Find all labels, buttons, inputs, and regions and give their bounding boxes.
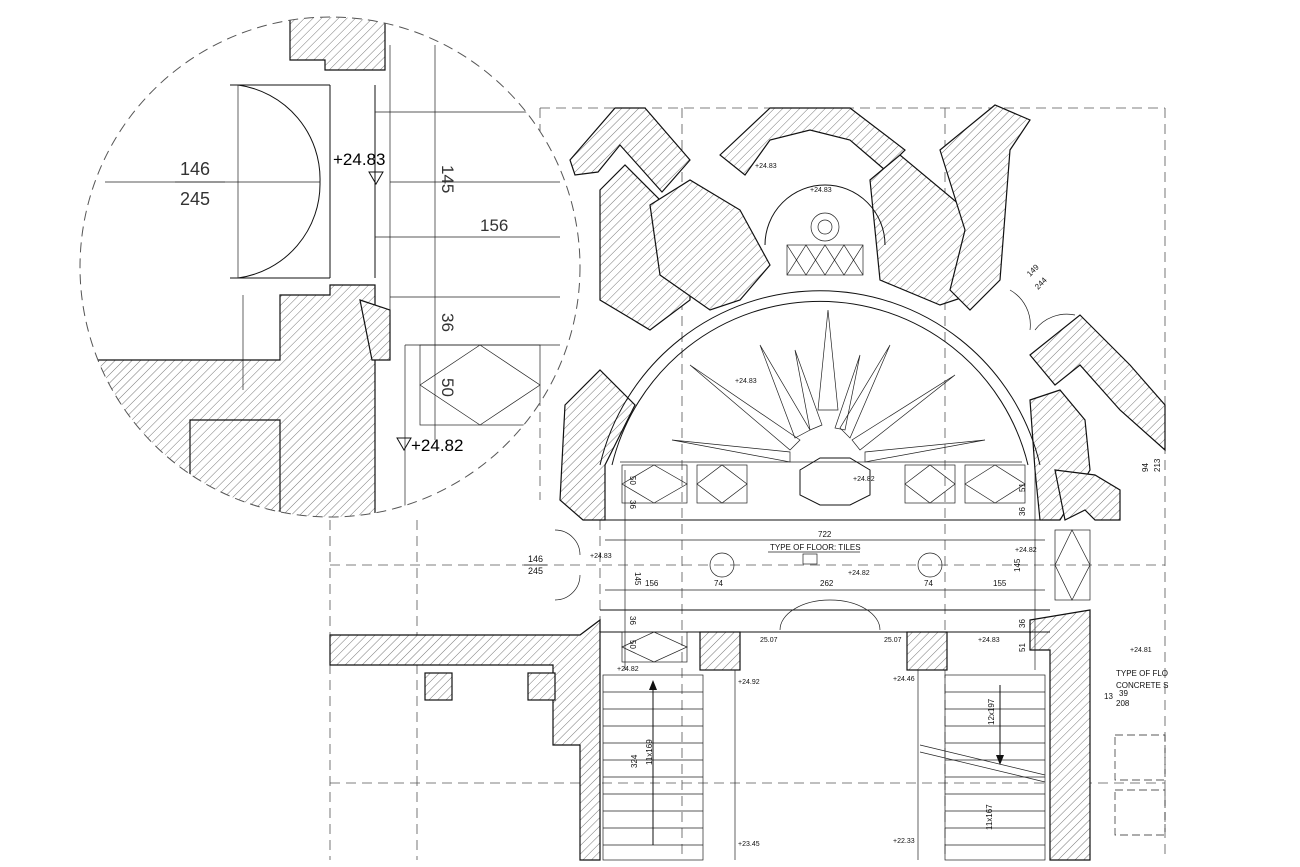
dim-36-bottom-right: 36	[1018, 619, 1027, 628]
level-stair-left-top: +24.92	[738, 679, 760, 686]
dim-36-bottom-left: 36	[628, 616, 637, 625]
level-25-07-b: 25.07	[884, 637, 902, 644]
apse	[599, 184, 1041, 466]
hall	[554, 289, 1091, 663]
floor-type-label: TYPE OF FLOOR: TILES	[770, 543, 861, 552]
door-far-right-den: 213	[1153, 458, 1162, 472]
walls	[329, 104, 1166, 861]
detail-dim-36: 36	[438, 313, 457, 332]
stair-left-run: 11x169	[645, 739, 654, 765]
floor-type-partial: TYPE OF FLO	[1116, 669, 1168, 678]
bay-dim-1: 156	[645, 579, 659, 588]
detail-callout: 146 245 +24.83 145 156 36 50 +24.82	[79, 16, 581, 518]
dim-51-right: 51	[1018, 483, 1027, 492]
bay-dim-2: 74	[714, 579, 723, 588]
detail-dim-156: 156	[480, 216, 508, 235]
level-left-entry: +24.83	[590, 553, 612, 560]
level-center: +24.82	[848, 570, 870, 577]
door-right-top-den: 244	[1033, 275, 1049, 291]
bay-dim-3: 262	[820, 579, 834, 588]
level-bottom-left: +24.82	[617, 666, 639, 673]
level-right-entry: +24.82	[1015, 547, 1037, 554]
door-small-13: 13	[1104, 692, 1113, 701]
dim-50-bottom-left: 50	[628, 640, 637, 649]
dim-51-bottom-right: 51	[1018, 643, 1027, 652]
total-width-dim: 722	[818, 530, 832, 539]
dim-50-left: 50	[628, 476, 637, 485]
door-small-num: 39	[1119, 689, 1128, 698]
door-left-den: 245	[528, 566, 543, 576]
level-stair-left-bottom: +23.45	[738, 841, 760, 848]
level-stair-right-top: +24.46	[893, 676, 915, 683]
level-niche-top: +24.83	[755, 163, 777, 170]
door-right-top-num: 149	[1025, 262, 1041, 278]
level-mid: +24.82	[853, 476, 875, 483]
stair-right-run-bottom: 11x167	[985, 804, 994, 830]
level-apse: +24.83	[735, 378, 757, 385]
level-25-07-a: 25.07	[760, 637, 778, 644]
door-left-num: 146	[528, 554, 543, 564]
bay-dim-4: 74	[924, 579, 933, 588]
level-far-right: +24.81	[1130, 647, 1152, 654]
door-far-right-num: 94	[1141, 463, 1150, 472]
bay-dim-5: 155	[993, 579, 1007, 588]
detail-level-top: +24.83	[333, 150, 385, 169]
detail-door-num: 146	[180, 159, 210, 179]
bay-depth-right: 145	[1013, 558, 1022, 572]
detail-door-den: 245	[180, 189, 210, 209]
stair-left-small: 324	[630, 754, 639, 768]
detail-dim-50: 50	[438, 378, 457, 397]
dim-36-right: 36	[1018, 507, 1027, 516]
stair-right-run-top: 12x197	[987, 698, 996, 725]
concrete-partial: CONCRETE S	[1116, 681, 1168, 690]
door-small-den: 208	[1116, 699, 1130, 708]
dimension-lines	[605, 470, 1045, 670]
bay-depth-left: 145	[633, 572, 642, 586]
stairs	[602, 670, 1166, 861]
detail-level-bottom: +24.82	[411, 436, 463, 455]
level-stair-right-bottom: +22.33	[893, 838, 915, 845]
level-niche-center: +24.83	[810, 187, 832, 194]
dim-36-left: 36	[628, 500, 637, 509]
level-right-lower: +24.83	[978, 637, 1000, 644]
detail-dim-145: 145	[438, 165, 457, 193]
